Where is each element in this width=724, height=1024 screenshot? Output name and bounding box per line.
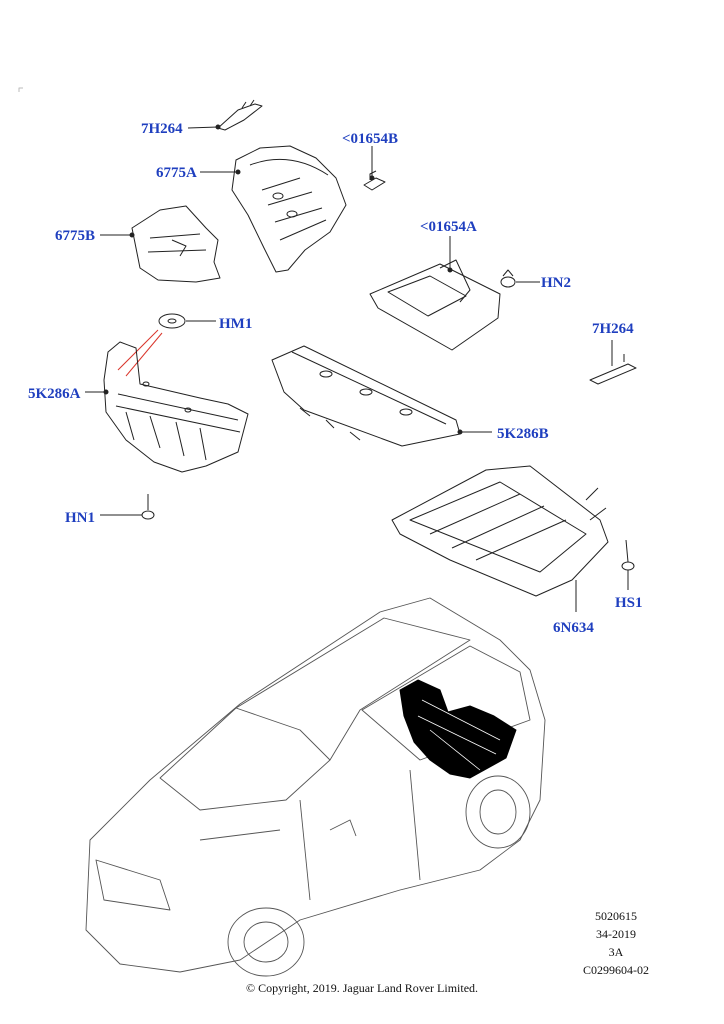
callout-6775b[interactable]: 6775B bbox=[55, 228, 95, 244]
callout-01654a[interactable]: <01654A bbox=[420, 219, 477, 235]
clip-01654b[interactable] bbox=[363, 170, 386, 191]
callout-6n634[interactable]: 6N634 bbox=[553, 620, 594, 636]
underbody-tray-6n634[interactable] bbox=[391, 465, 609, 597]
callout-hn2[interactable]: HN2 bbox=[541, 275, 571, 291]
reference-revision: 3A bbox=[608, 945, 624, 959]
callout-01654b[interactable]: <01654B bbox=[342, 131, 398, 147]
reference-date: 34-2019 bbox=[596, 927, 636, 941]
copyright-notice: © Copyright, 2019. Jaguar Land Rover Lim… bbox=[245, 981, 479, 995]
screw-hs1[interactable] bbox=[621, 539, 635, 571]
callout-hs1[interactable]: HS1 bbox=[615, 595, 643, 611]
bracket-7h264-top[interactable] bbox=[217, 99, 263, 131]
callout-7h264-top[interactable]: 7H264 bbox=[141, 121, 183, 137]
vehicle-illustration bbox=[85, 597, 546, 977]
reference-block: 5020615 34-2019 3A C0299604-02 bbox=[566, 907, 666, 979]
callout-7h264-right[interactable]: 7H264 bbox=[592, 321, 634, 337]
callout-hn1[interactable]: HN1 bbox=[65, 510, 95, 526]
callout-5k286a[interactable]: 5K286A bbox=[28, 386, 81, 402]
reference-code: C0299604-02 bbox=[583, 963, 649, 977]
corner-mark bbox=[18, 87, 23, 92]
bracket-01654a[interactable] bbox=[369, 259, 501, 351]
reference-number: 5020615 bbox=[595, 909, 637, 923]
heat-shield-6775a[interactable] bbox=[231, 145, 347, 273]
heat-shield-5k286a[interactable] bbox=[103, 341, 249, 473]
nut-hn1[interactable] bbox=[141, 494, 155, 520]
callout-5k286b[interactable]: 5K286B bbox=[497, 426, 549, 442]
callout-hm1[interactable]: HM1 bbox=[219, 316, 252, 332]
nut-hn2[interactable] bbox=[500, 269, 516, 288]
accent-line-hm1 bbox=[117, 329, 159, 371]
bracket-7h264-right[interactable] bbox=[589, 354, 637, 385]
callout-6775a[interactable]: 6775A bbox=[156, 165, 197, 181]
washer-hm1[interactable] bbox=[158, 313, 186, 329]
highlighted-parts-on-vehicle bbox=[399, 679, 517, 779]
heat-shield-5k286b[interactable] bbox=[271, 345, 461, 447]
heat-shield-6775b[interactable] bbox=[131, 205, 221, 283]
leader-7h264-top bbox=[187, 126, 219, 129]
